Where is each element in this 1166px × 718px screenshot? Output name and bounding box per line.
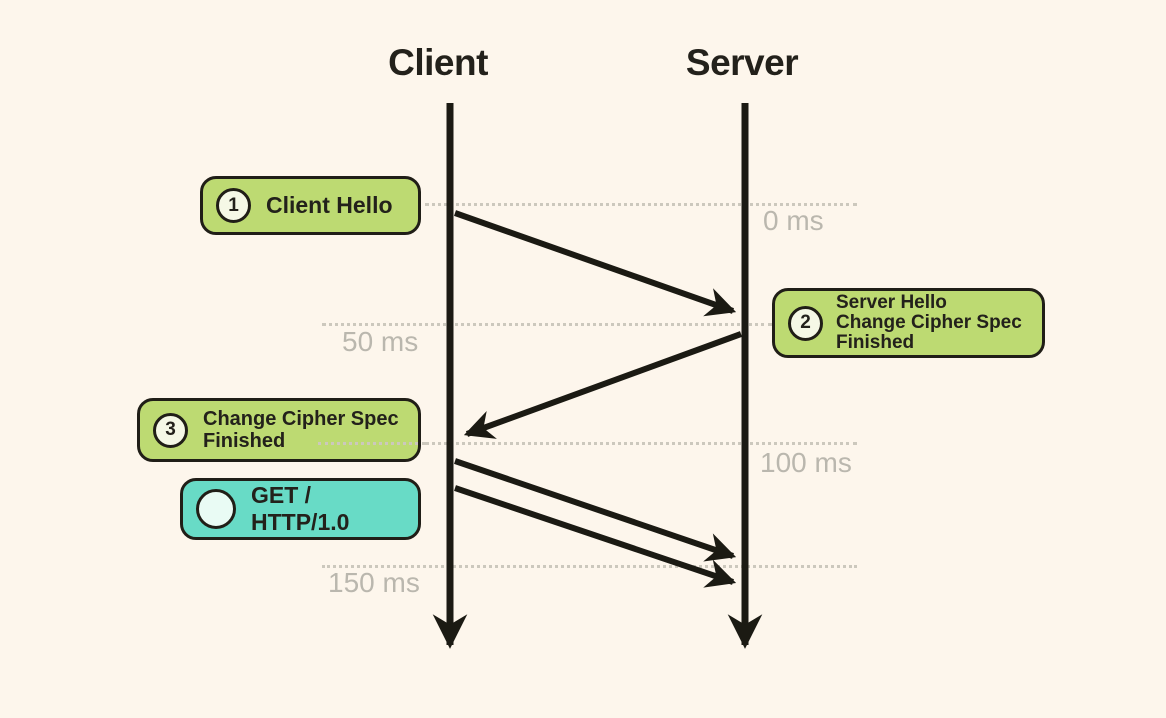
arrow-client-hello bbox=[454, 210, 737, 317]
badge-change-cipher-spec-lines: Change Cipher Spec Finished bbox=[203, 408, 399, 452]
step-3-number: 3 bbox=[165, 419, 176, 440]
badge-change-cipher-spec: 3 Change Cipher Spec Finished bbox=[137, 398, 421, 462]
badge-client-hello: 1 Client Hello bbox=[200, 176, 421, 235]
step-1-circle: 1 bbox=[216, 188, 251, 223]
badge-server-hello: 2 Server Hello Change Cipher Spec Finish… bbox=[772, 288, 1045, 358]
timeline-100ms-overlay bbox=[318, 442, 425, 445]
step-1-number: 1 bbox=[228, 194, 239, 216]
badge-get-request-label: GET / HTTP/1.0 bbox=[251, 482, 350, 535]
time-label-100ms: 100 ms bbox=[760, 447, 852, 478]
step-4-circle bbox=[196, 489, 236, 529]
arrow-change-cipher-spec bbox=[454, 458, 737, 562]
step-3-circle: 3 bbox=[153, 412, 188, 448]
timeline-0ms bbox=[425, 203, 857, 206]
badge-line: Change Cipher Spec bbox=[203, 408, 399, 430]
badge-get-request: GET / HTTP/1.0 bbox=[180, 478, 421, 540]
timeline-50ms bbox=[322, 323, 772, 326]
badge-line: Finished bbox=[203, 430, 286, 452]
time-label-150ms: 150 ms bbox=[328, 567, 420, 598]
timeline-100ms bbox=[425, 442, 857, 445]
time-label-0ms: 0 ms bbox=[763, 205, 824, 236]
step-2-circle: 2 bbox=[788, 305, 823, 341]
badge-line: Finished bbox=[836, 332, 915, 353]
actor-label-server: Server bbox=[685, 42, 799, 83]
badge-line: Server Hello bbox=[836, 292, 947, 313]
badge-line: Change Cipher Spec bbox=[836, 312, 1022, 333]
actor-label-client: Client bbox=[388, 42, 488, 83]
badge-client-hello-label: Client Hello bbox=[266, 192, 393, 218]
badge-server-hello-lines: Server Hello Change Cipher Spec Finished bbox=[836, 293, 1022, 353]
step-2-number: 2 bbox=[800, 312, 811, 333]
time-label-50ms: 50 ms bbox=[342, 326, 419, 357]
arrow-server-hello bbox=[463, 331, 743, 439]
